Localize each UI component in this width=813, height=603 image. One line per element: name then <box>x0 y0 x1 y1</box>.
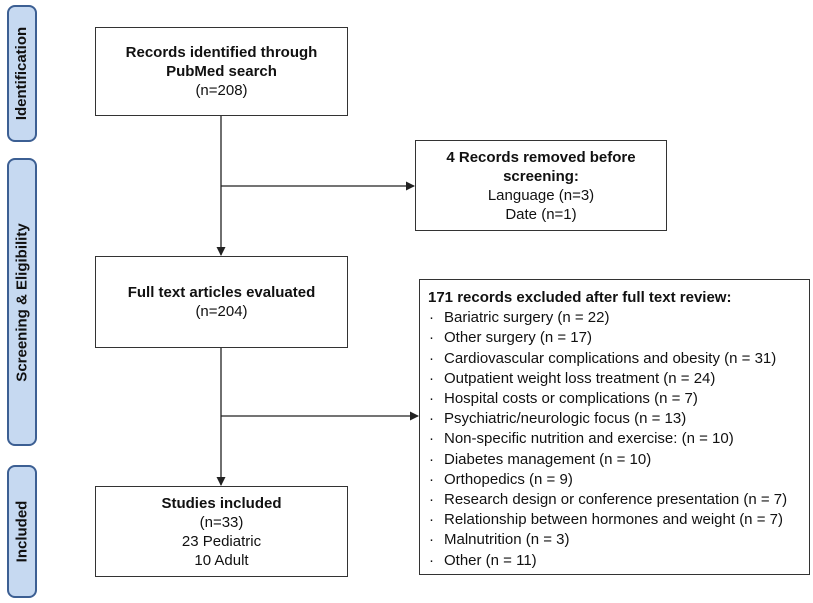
excluded-reason-item: ·Orthopedics (n = 9) <box>429 470 573 488</box>
removed-title-line1: 4 Records removed before <box>446 148 636 166</box>
fulltext-count: (n=204) <box>195 303 248 320</box>
identified-line1: Records identified through <box>125 44 318 61</box>
excluded-reason-item: ·Non-specific nutrition and exercise: (n… <box>429 430 734 448</box>
included-pediatric: 23 Pediatric <box>181 532 262 550</box>
excluded-reason-item: ·Cardiovascular complications and obesit… <box>429 349 777 367</box>
excluded-reasons-list: ·Bariatric surgery (n = 22) ·Other surge… <box>428 308 787 571</box>
box-records-excluded: 171 records excluded after full text rev… <box>419 279 810 575</box>
box-fulltext-evaluated: Full text articles evaluated (n=204) <box>95 256 348 348</box>
fulltext-title: Full text articles evaluated <box>127 284 316 301</box>
stage-included: Included <box>7 465 37 598</box>
included-adult: 10 Adult <box>194 551 249 569</box>
box-records-removed: 4 Records removed before screening: Lang… <box>415 140 667 231</box>
excluded-reason-item: ·Hospital costs or complications (n = 7) <box>429 390 698 408</box>
box-studies-included: Studies included (n=33) 23 Pediatric 10 … <box>95 486 348 577</box>
box-records-identified: Records identified through PubMed search… <box>95 27 348 116</box>
identified-count: (n=208) <box>195 82 248 99</box>
excluded-reason-item: ·Outpatient weight loss treatment (n = 2… <box>429 369 716 387</box>
excluded-reason-item: ·Psychiatric/neurologic focus (n = 13) <box>429 410 687 428</box>
excluded-title: 171 records excluded after full text rev… <box>428 289 732 306</box>
excluded-reason-item: ·Relationship between hormones and weigh… <box>429 511 783 529</box>
excluded-reason-item: ·Malnutrition (n = 3) <box>429 531 570 549</box>
stage-identification: Identification <box>7 5 37 142</box>
excluded-reason-item: ·Diabetes management (n = 10) <box>429 450 652 468</box>
removed-date: Date (n=1) <box>505 205 577 223</box>
excluded-reason-item: ·Other (n = 11) <box>429 551 537 569</box>
included-count: (n=33) <box>199 513 244 531</box>
excluded-reason-item: ·Research design or conference presentat… <box>429 491 788 509</box>
excluded-reason-item: ·Bariatric surgery (n = 22) <box>429 309 610 327</box>
removed-language: Language (n=3) <box>487 186 595 204</box>
excluded-reason-item: ·Other surgery (n = 17) <box>429 329 592 347</box>
included-title: Studies included <box>161 494 282 512</box>
identified-line2: PubMed search <box>166 63 277 80</box>
removed-title-line2: screening: <box>503 167 579 185</box>
stage-screening-eligibility: Screening & Eligibility <box>7 158 37 446</box>
